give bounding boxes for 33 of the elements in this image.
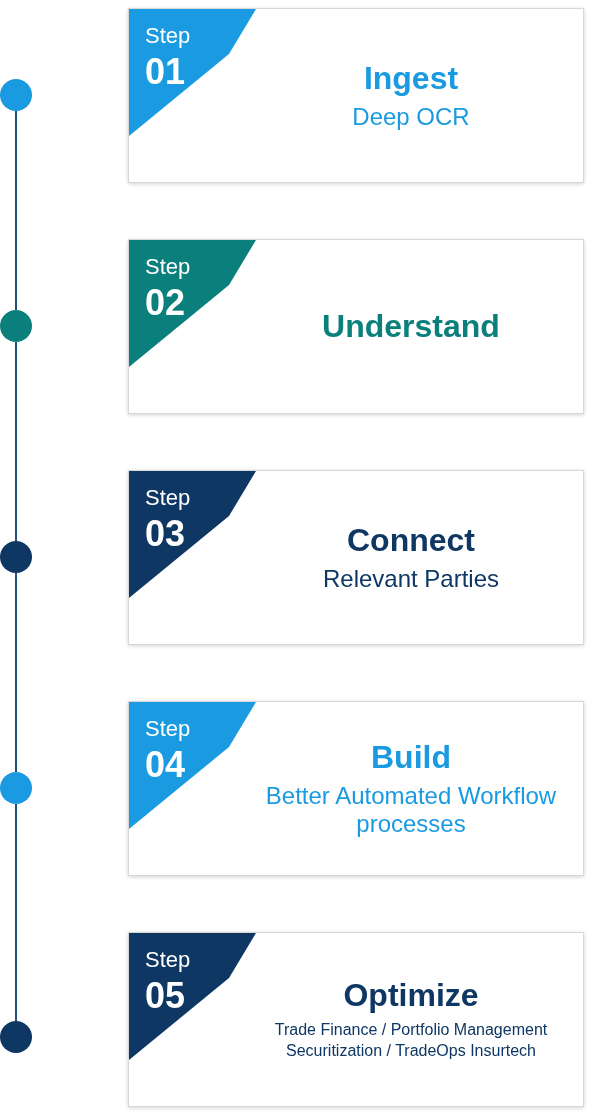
dot-marker xyxy=(0,310,32,342)
step-label: Step xyxy=(145,485,191,511)
step-description: Relevant Parties xyxy=(322,565,500,593)
dot-marker xyxy=(0,1021,32,1053)
step-description: Deep OCR xyxy=(352,103,470,131)
step-title: Ingest xyxy=(363,60,459,98)
dot-marker xyxy=(0,541,32,573)
timeline-line xyxy=(15,803,17,1022)
step-label: Step xyxy=(145,716,191,742)
step-title: Connect xyxy=(347,522,475,560)
step-card xyxy=(128,239,584,414)
step-number: 01 xyxy=(145,51,186,93)
step-number: 05 xyxy=(145,975,186,1017)
dot-marker xyxy=(0,772,32,804)
step-label: Step xyxy=(145,947,191,973)
step-card xyxy=(128,701,584,876)
step-card xyxy=(128,8,584,183)
step-label: Step xyxy=(145,254,191,280)
step-description: Trade Finance / Portfolio Management Securitization / TradeOps Insurtech xyxy=(273,1020,549,1061)
step-description: Better Automated Workflow processes xyxy=(264,782,558,838)
step-title: Optimize xyxy=(343,977,479,1015)
step-card xyxy=(128,932,584,1107)
timeline-line xyxy=(15,572,17,773)
step-title: Understand xyxy=(322,308,500,345)
step-number: 04 xyxy=(145,744,186,786)
step-number: 03 xyxy=(145,513,186,555)
step-card xyxy=(128,470,584,645)
step-label: Step xyxy=(145,23,191,49)
step-title: Build xyxy=(371,739,451,777)
dot-marker xyxy=(0,79,32,111)
timeline-line xyxy=(15,110,17,311)
timeline-line xyxy=(15,341,17,542)
step-number: 02 xyxy=(145,282,186,324)
